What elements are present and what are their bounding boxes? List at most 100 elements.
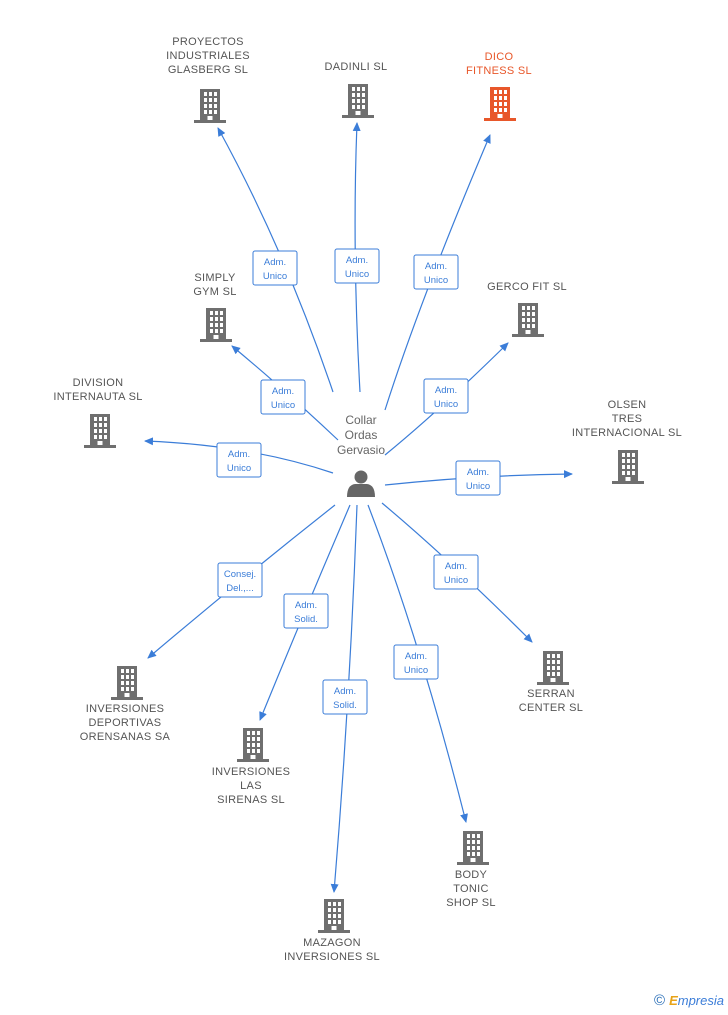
role-label-proyectos[interactable]: Adm.Unico (252, 250, 298, 286)
role-label-text: Unico (434, 399, 458, 410)
person-name-line: Gervasio (337, 443, 385, 457)
company-name-line: INTERNAUTA SL (53, 391, 142, 403)
role-label-text: Consej. (224, 569, 256, 580)
building-icon-division[interactable] (84, 414, 116, 448)
role-label-text: Solid. (294, 614, 318, 625)
company-name-line: TONIC (453, 883, 489, 895)
person-name-line: Ordas (345, 428, 378, 442)
role-label-text: Unico (444, 575, 468, 586)
company-name-line: GYM SL (193, 286, 236, 298)
company-name-line: INVERSIONES (212, 766, 291, 778)
company-name-inv-sirenas[interactable]: INVERSIONES LAS SIRENAS SL (212, 766, 291, 806)
company-name-line: INVERSIONES (86, 703, 165, 715)
building-icon-simply[interactable] (200, 308, 232, 342)
role-label-text: Unico (466, 481, 490, 492)
role-label-text: Del.,... (226, 583, 253, 594)
company-name-line: GERCO FIT SL (487, 281, 567, 293)
role-label-dadinli[interactable]: Adm. Unico (334, 248, 380, 284)
role-label-text: Adm. (405, 651, 427, 662)
person-icon (347, 470, 375, 497)
building-icon-olsen[interactable] (612, 450, 644, 484)
role-label-text: Adm. (346, 255, 368, 266)
building-icon-proyectos[interactable] (194, 89, 226, 123)
building-icon-inv-sirenas[interactable] (237, 728, 269, 762)
role-label-dico[interactable]: Adm. Unico (413, 254, 459, 290)
role-label-text: Unico (424, 275, 448, 286)
company-name-dadinli[interactable]: DADINLI SL (325, 61, 388, 73)
brand-name: mpresia (677, 993, 724, 1008)
building-icon-serran[interactable] (537, 651, 569, 685)
company-name-line: BODY (455, 869, 488, 881)
role-label-box (260, 379, 306, 415)
copyright-icon: © (654, 992, 666, 1009)
role-label-gerco[interactable]: Adm.Unico (423, 378, 469, 414)
company-name-line: INDUSTRIALES (166, 50, 250, 62)
role-label-text: Adm. (264, 257, 286, 268)
company-name-line: DEPORTIVAS (89, 717, 162, 729)
role-label-box (283, 593, 329, 629)
building-icon-dico[interactable] (484, 87, 516, 121)
role-label-text: Unico (227, 463, 251, 474)
company-name-dico[interactable]: DICO FITNESS SL (466, 51, 532, 77)
role-label-division[interactable]: Adm. Unico (216, 442, 262, 478)
company-name-line: DIVISION (73, 377, 124, 389)
company-name-simply[interactable]: SIMPLY GYM SL (193, 272, 236, 298)
role-label-text: Adm. (228, 449, 250, 460)
building-icon-gerco[interactable] (512, 303, 544, 337)
company-name-line: TRES (612, 413, 643, 425)
company-name-body[interactable]: BODY TONIC SHOP SL (446, 869, 496, 909)
company-name-line: SIMPLY (194, 272, 236, 284)
company-name-line: SERRAN (527, 688, 575, 700)
building-icon-inv-deportivas[interactable] (111, 666, 143, 700)
company-name-line: ORENSANAS SA (80, 731, 171, 743)
building-icon-mazagon[interactable] (318, 899, 350, 933)
company-name-line: LAS (240, 780, 262, 792)
role-label-box (334, 248, 380, 284)
role-label-serran[interactable]: Adm. Unico (433, 554, 479, 590)
role-label-text: Adm. (425, 261, 447, 272)
role-label-box (455, 460, 501, 496)
company-name-line: FITNESS SL (466, 65, 532, 77)
role-label-inv-sirenas[interactable]: Adm. Solid. (283, 593, 329, 629)
role-label-mazagon[interactable]: Adm. Solid. (322, 679, 368, 715)
role-label-olsen[interactable]: Adm.Unico (455, 460, 501, 496)
company-name-line: SHOP SL (446, 897, 496, 909)
company-name-division[interactable]: DIVISION INTERNAUTA SL (53, 377, 142, 403)
role-label-text: Adm. (295, 600, 317, 611)
role-label-text: Solid. (333, 700, 357, 711)
role-label-box (413, 254, 459, 290)
company-name-serran[interactable]: SERRAN CENTER SL (519, 688, 583, 714)
company-name-line: MAZAGON (303, 937, 361, 949)
role-label-text: Unico (404, 665, 428, 676)
brand-initial: E (669, 993, 678, 1008)
role-label-text: Adm. (445, 561, 467, 572)
role-label-box (433, 554, 479, 590)
company-name-line: SIRENAS SL (217, 794, 285, 806)
role-label-box (217, 562, 263, 598)
role-label-text: Unico (271, 400, 295, 411)
company-name-line: DICO (485, 51, 514, 63)
company-name-line: DADINLI SL (325, 61, 388, 73)
role-label-text: Adm. (334, 686, 356, 697)
role-label-box (216, 442, 262, 478)
company-name-line: OLSEN (608, 399, 647, 411)
role-label-simply[interactable]: Adm. Unico (260, 379, 306, 415)
company-name-line: CENTER SL (519, 702, 583, 714)
role-label-inv-deportivas[interactable]: Consej. Del.,... (217, 562, 263, 598)
role-label-text: Adm. (272, 386, 294, 397)
company-name-gerco[interactable]: GERCO FIT SL (487, 281, 567, 293)
company-name-inv-deportivas[interactable]: INVERSIONES DEPORTIVAS ORENSANAS SA (80, 703, 171, 743)
building-icon-dadinli[interactable] (342, 84, 374, 118)
role-label-box (322, 679, 368, 715)
role-label-box (423, 378, 469, 414)
brand-footer: ©Empresia (654, 992, 724, 1009)
building-icon-body[interactable] (457, 831, 489, 865)
role-label-text: Unico (345, 269, 369, 280)
role-label-body[interactable]: Adm. Unico (393, 644, 439, 680)
company-name-line: GLASBERG SL (168, 64, 248, 76)
